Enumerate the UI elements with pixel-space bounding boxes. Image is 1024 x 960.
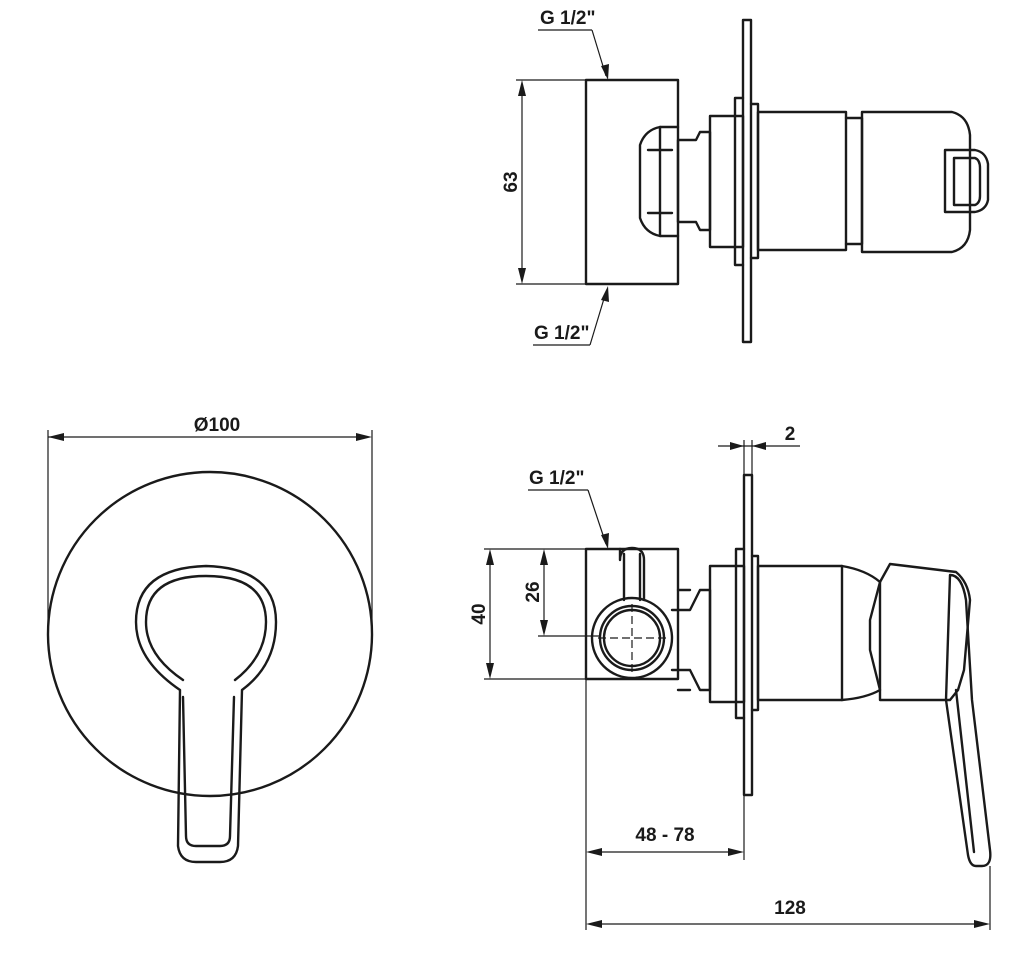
thread-top-arrow <box>601 64 609 80</box>
top-collar <box>708 114 745 249</box>
side-view: 2 G 1/2" 40 26 48 - 78 128 <box>469 424 992 930</box>
dim-depth-label: 48 - 78 <box>635 825 694 846</box>
side-collar <box>708 564 746 704</box>
dim-26-label: 26 <box>523 581 544 602</box>
side-connector-centerlines <box>598 604 666 672</box>
front-handle-lever-inner <box>181 695 236 848</box>
front-handle-ring <box>144 574 268 682</box>
thread-side-arrow <box>601 533 609 549</box>
dim-2-arrow-right <box>752 442 766 450</box>
thread-bottom-leader <box>589 291 607 346</box>
side-cylinder <box>756 564 844 702</box>
top-hex-lines <box>646 125 674 238</box>
side-connector-mid <box>598 604 666 672</box>
side-lever <box>944 573 992 868</box>
top-cylinder <box>756 110 848 252</box>
top-hex-neck <box>638 125 680 238</box>
thread-side-label: G 1/2" <box>529 468 584 489</box>
top-valve-body <box>584 78 680 286</box>
dim-depth-arrow-right <box>728 848 744 856</box>
dim-26-arrow-top <box>540 549 548 565</box>
dim-diameter-arrow-left <box>48 433 64 441</box>
side-lever-edge <box>954 688 976 854</box>
dim-total-arrow-left <box>586 920 602 928</box>
side-inlet-inner <box>622 552 642 602</box>
dim-63-label: 63 <box>501 171 522 192</box>
top-handle-tip <box>943 148 990 214</box>
side-handle-body <box>868 562 972 702</box>
dim-total-arrow-right <box>974 920 990 928</box>
top-flange <box>733 96 745 267</box>
dim-40-label: 40 <box>469 603 490 624</box>
top-view: 63 G 1/2" G 1/2" <box>501 8 990 346</box>
dim-2-label: 2 <box>785 424 796 445</box>
side-neck-lines <box>676 588 692 692</box>
dim-diameter-arrow-right <box>356 433 372 441</box>
top-cylinder-step <box>844 116 864 246</box>
top-handle-base <box>860 110 972 254</box>
front-handle-outer <box>134 564 278 864</box>
dim-63-arrow-bottom <box>518 268 526 284</box>
side-connector-outer <box>590 596 674 680</box>
side-flange <box>734 547 746 720</box>
top-ring <box>676 130 712 232</box>
side-inlet-stub <box>618 546 646 602</box>
dim-diameter-label: Ø100 <box>194 415 240 436</box>
front-cover-plate <box>46 470 374 798</box>
thread-bottom-label: G 1/2" <box>534 323 589 344</box>
dim-40-arrow-top <box>486 549 494 565</box>
thread-top-label: G 1/2" <box>540 8 595 29</box>
dim-40-arrow-bottom <box>486 663 494 679</box>
dim-26-arrow-bottom <box>540 620 548 636</box>
side-cylinder-end <box>840 564 882 702</box>
dim-2-arrow-left <box>730 442 744 450</box>
top-handle-tip-inner <box>952 156 982 207</box>
dim-depth-arrow-left <box>586 848 602 856</box>
dim-total-label: 128 <box>774 898 806 919</box>
thread-bottom-arrow <box>601 286 609 302</box>
dim-63-arrow-top <box>518 80 526 96</box>
front-view: Ø100 <box>46 415 374 864</box>
